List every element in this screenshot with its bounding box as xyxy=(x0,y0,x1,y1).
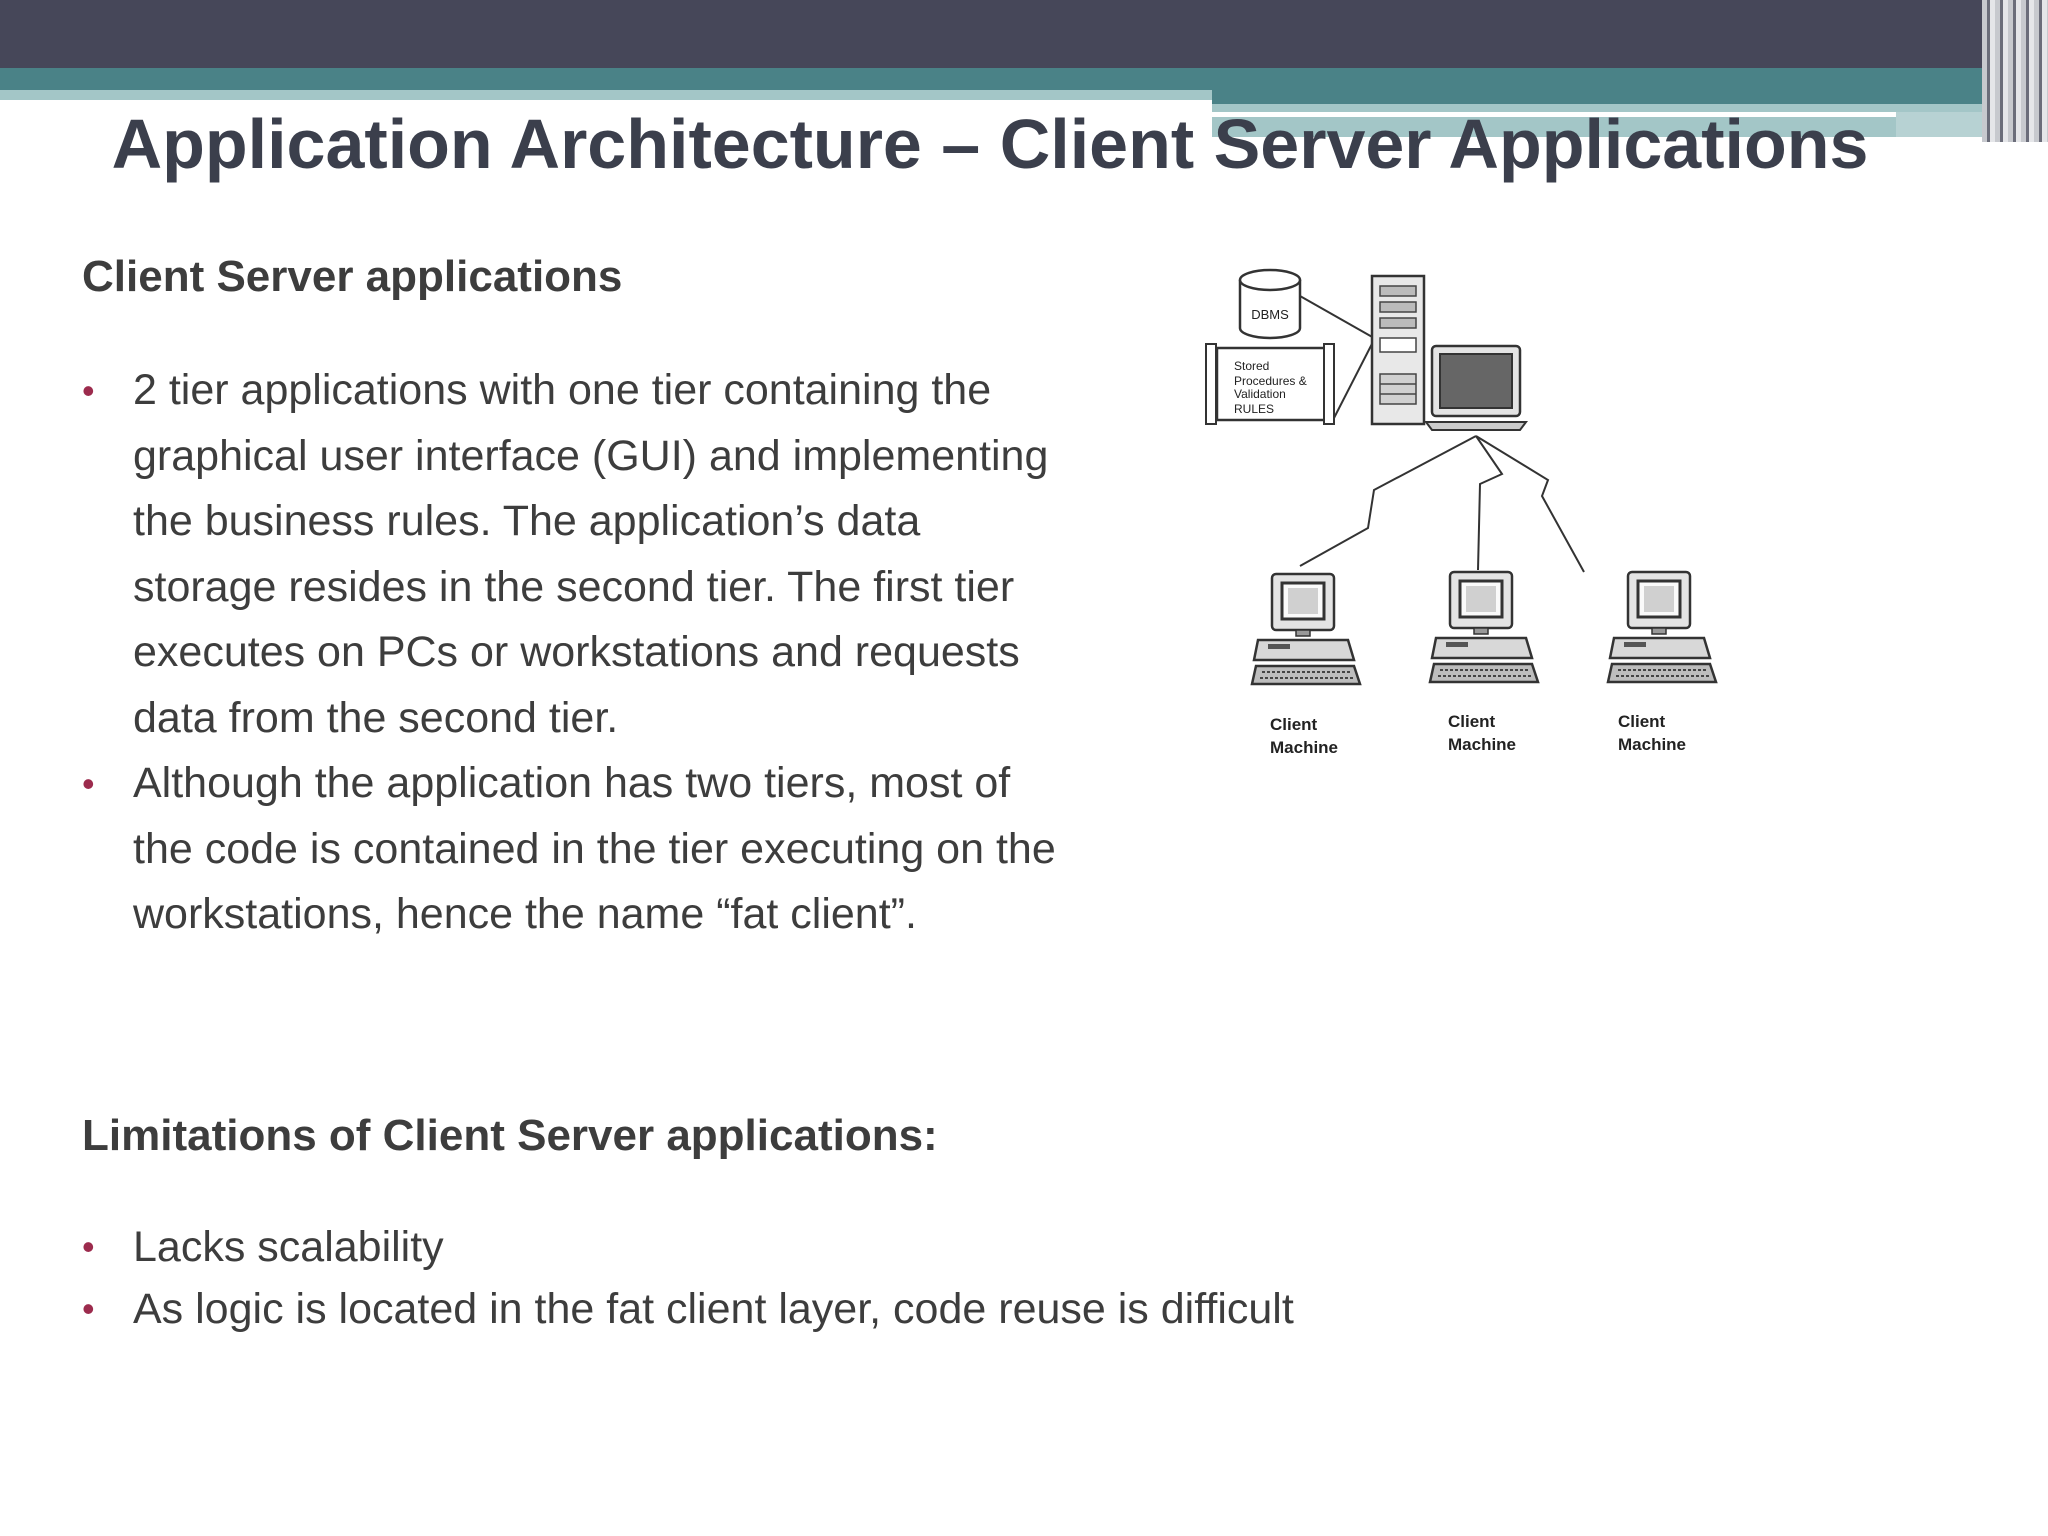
client-label: Client xyxy=(1618,712,1666,731)
dbms-label: DBMS xyxy=(1251,307,1289,322)
client-label: Machine xyxy=(1270,738,1338,757)
client-server-diagram: DBMS Stored Procedures & Validation RULE… xyxy=(1205,268,1718,757)
bullet-text: As logic is located in the fat client la… xyxy=(133,1285,1294,1333)
section-heading-client-server: Client Server applications xyxy=(82,252,623,301)
rules-label-line: Procedures & xyxy=(1234,374,1307,388)
rules-label-line: RULES xyxy=(1234,402,1274,416)
bullet-icon: • xyxy=(82,1226,95,1267)
white-rule xyxy=(1212,112,1896,117)
client-server-bullet-list: • 2 tier applications with one tier conta… xyxy=(82,358,1062,948)
connector-line xyxy=(1299,295,1375,339)
client-computer-icon xyxy=(1428,570,1540,684)
bullet-text: 2 tier applications with one tier contai… xyxy=(133,366,1049,742)
bullet-icon: • xyxy=(82,1288,95,1329)
database-icon: DBMS xyxy=(1238,268,1302,340)
list-item: • 2 tier applications with one tier conta… xyxy=(82,358,1062,751)
teal-step xyxy=(1212,90,1982,104)
light-teal-step xyxy=(1212,104,1982,112)
network-links xyxy=(1299,435,1585,573)
server-icon xyxy=(1370,274,1426,426)
server-monitor-icon xyxy=(1424,344,1528,431)
white-rule-2 xyxy=(1896,112,1982,137)
list-item: • Lacks scalability xyxy=(82,1216,1482,1278)
bullet-icon: • xyxy=(82,763,95,804)
rules-label-line: Stored xyxy=(1234,359,1269,373)
edge-stripes xyxy=(1982,0,2048,142)
client-computer-icon xyxy=(1606,570,1718,684)
bullet-text: Although the application has two tiers, … xyxy=(133,759,1056,938)
limitations-bullet-list: • Lacks scalability • As logic is located … xyxy=(82,1216,1482,1340)
teal-band xyxy=(0,68,2048,90)
slide-title: Application Architecture – Client Server… xyxy=(111,105,1869,183)
rules-label-line: Validation xyxy=(1234,387,1286,401)
bullet-text: Lacks scalability xyxy=(133,1223,444,1271)
connector-line xyxy=(1333,335,1377,419)
client-computer-icon xyxy=(1250,572,1362,686)
client-label: Client xyxy=(1270,715,1318,734)
stored-procedures-box: Stored Procedures & Validation RULES xyxy=(1205,343,1335,425)
client-label: Client xyxy=(1448,712,1496,731)
list-item: • As logic is located in the fat client l… xyxy=(82,1278,1482,1340)
section-heading-limitations: Limitations of Client Server application… xyxy=(82,1111,938,1160)
light-teal-strip xyxy=(0,90,1212,100)
client-label: Machine xyxy=(1448,735,1516,754)
client-label: Machine xyxy=(1618,735,1686,754)
list-item: • Although the application has two tiers,… xyxy=(82,751,1062,948)
header-bar xyxy=(0,0,2048,68)
light-teal-lower xyxy=(1212,117,1982,137)
bullet-icon: • xyxy=(82,370,95,411)
